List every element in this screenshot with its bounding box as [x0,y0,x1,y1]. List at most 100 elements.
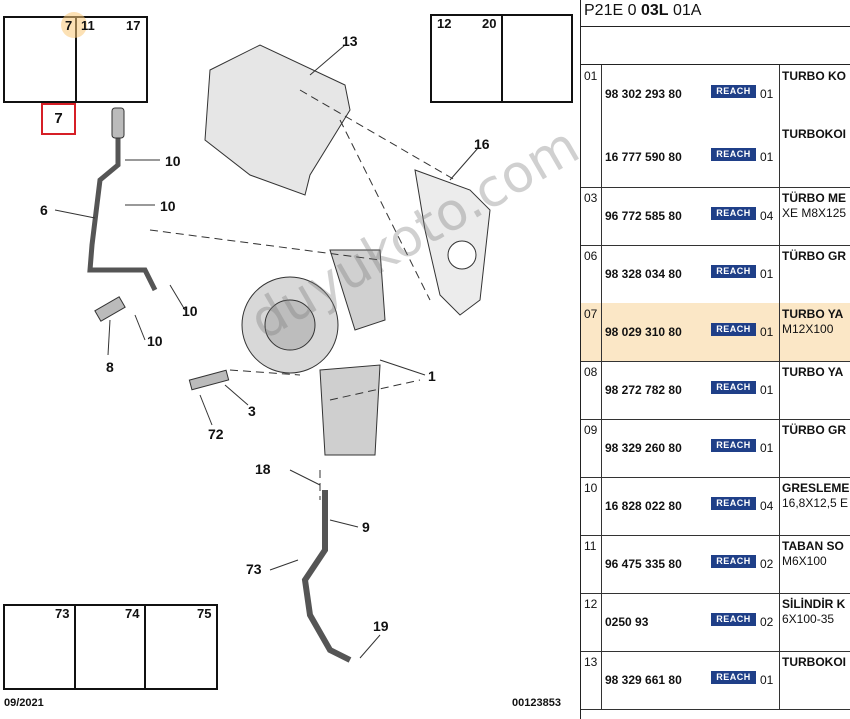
quantity: 01 [760,383,774,397]
box-label-75: 75 [197,606,212,621]
callout-6[interactable]: 6 [40,202,48,218]
row-index: 13 [584,655,598,669]
callout-10[interactable]: 10 [160,198,176,214]
part-number: 98 302 293 80 [605,87,682,101]
callout-13[interactable]: 13 [342,33,358,49]
row-desc-divider [779,593,780,651]
box-label-20: 20 [482,16,497,31]
row-desc-divider [779,651,780,709]
part-number: 16 777 590 80 [605,150,682,164]
row-index: 06 [584,249,598,263]
part-description: SİLİNDİR K [782,597,846,611]
footer-code: 00123853 [512,697,561,709]
reach-badge: REACH [711,613,756,626]
part-number: 96 475 335 80 [605,557,682,571]
reach-badge: REACH [711,671,756,684]
callout-16[interactable]: 16 [474,136,490,152]
callout-9[interactable]: 9 [362,519,370,535]
part-description: TÜRBO ME [782,191,846,205]
box-label-17: 17 [126,18,141,33]
row-index-cell [581,361,602,419]
box-label-11: 11 [81,18,95,33]
row-desc-divider [779,303,780,361]
callout-18[interactable]: 18 [255,461,271,477]
row-index: 07 [584,307,598,321]
reach-badge: REACH [711,85,756,98]
row-index-cell [581,187,602,245]
part-number: 98 328 034 80 [605,267,682,281]
part-description-detail: 6X100-35 [782,612,835,626]
row-index-cell [581,535,602,593]
part-description: TURBOKOI [782,655,846,669]
selected-part-7-marker[interactable]: 7 [41,103,76,135]
footer-date: 09/2021 [4,697,44,709]
part-description: TURBO KO [782,69,846,83]
part-description: TABAN SO [782,539,844,553]
callout-3[interactable]: 3 [248,403,256,419]
parts-list-subheader [581,26,850,65]
quantity: 04 [760,499,774,513]
quantity: 02 [760,557,774,571]
row-index-cell [581,593,602,651]
quantity: 01 [760,150,774,164]
part-description: GRESLEME [782,481,850,495]
row-index: 03 [584,191,598,205]
box-label-12: 12 [437,16,452,31]
row-desc-divider [779,187,780,245]
callout-73[interactable]: 73 [246,561,262,577]
reach-badge: REACH [711,323,756,336]
part-description-detail: 16,8X12,5 E [782,496,849,510]
part-number: 96 772 585 80 [605,209,682,223]
row-index: 09 [584,423,598,437]
quantity: 01 [760,673,774,687]
quantity: 01 [760,87,774,101]
row-index: 01 [584,69,598,83]
part-number: 98 329 661 80 [605,673,682,687]
row-desc-divider [779,477,780,535]
part-number: 16 828 022 80 [605,499,682,513]
row-index: 12 [584,597,598,611]
callout-19[interactable]: 19 [373,618,389,634]
callout-1[interactable]: 1 [428,368,436,384]
part-number: 98 029 310 80 [605,325,682,339]
quantity: 01 [760,441,774,455]
callout-8[interactable]: 8 [106,359,114,375]
diagram-drawing [8,20,542,664]
row-index: 08 [584,365,598,379]
callout-10[interactable]: 10 [182,303,198,319]
part-number: 98 272 782 80 [605,383,682,397]
row-index-cell [581,651,602,709]
parts-list-header: P21E 0 03L 01A [584,2,702,19]
parts-row[interactable]: 01 98 302 293 80 REACH 01 TURBO KO 16 777 590… [581,65,850,188]
callout-10[interactable]: 10 [165,153,181,169]
quantity: 02 [760,615,774,629]
row-index-cell [581,303,602,361]
parts-row[interactable]: 13 98 329 661 80 REACH 01 TURBOKOI [581,651,850,710]
part-number: 0250 93 [605,615,649,629]
part-description: TURBO YA [782,365,844,379]
part-description: TÜRBO GR [782,249,846,263]
quantity: 01 [760,325,774,339]
part-description: TURBOKOI [782,127,846,141]
row-desc-divider [779,65,780,187]
part-description: TÜRBO GR [782,423,846,437]
quantity: 01 [760,267,774,281]
callout-10[interactable]: 10 [147,333,163,349]
part-number: 98 329 260 80 [605,441,682,455]
part-description-detail: M6X100 [782,554,827,568]
row-index-cell [581,477,602,535]
row-desc-divider [779,535,780,593]
reach-badge: REACH [711,148,756,161]
callout-72[interactable]: 72 [208,426,224,442]
parts-box-top-left: 7 11 17 [3,12,148,103]
row-index: 11 [584,539,597,553]
